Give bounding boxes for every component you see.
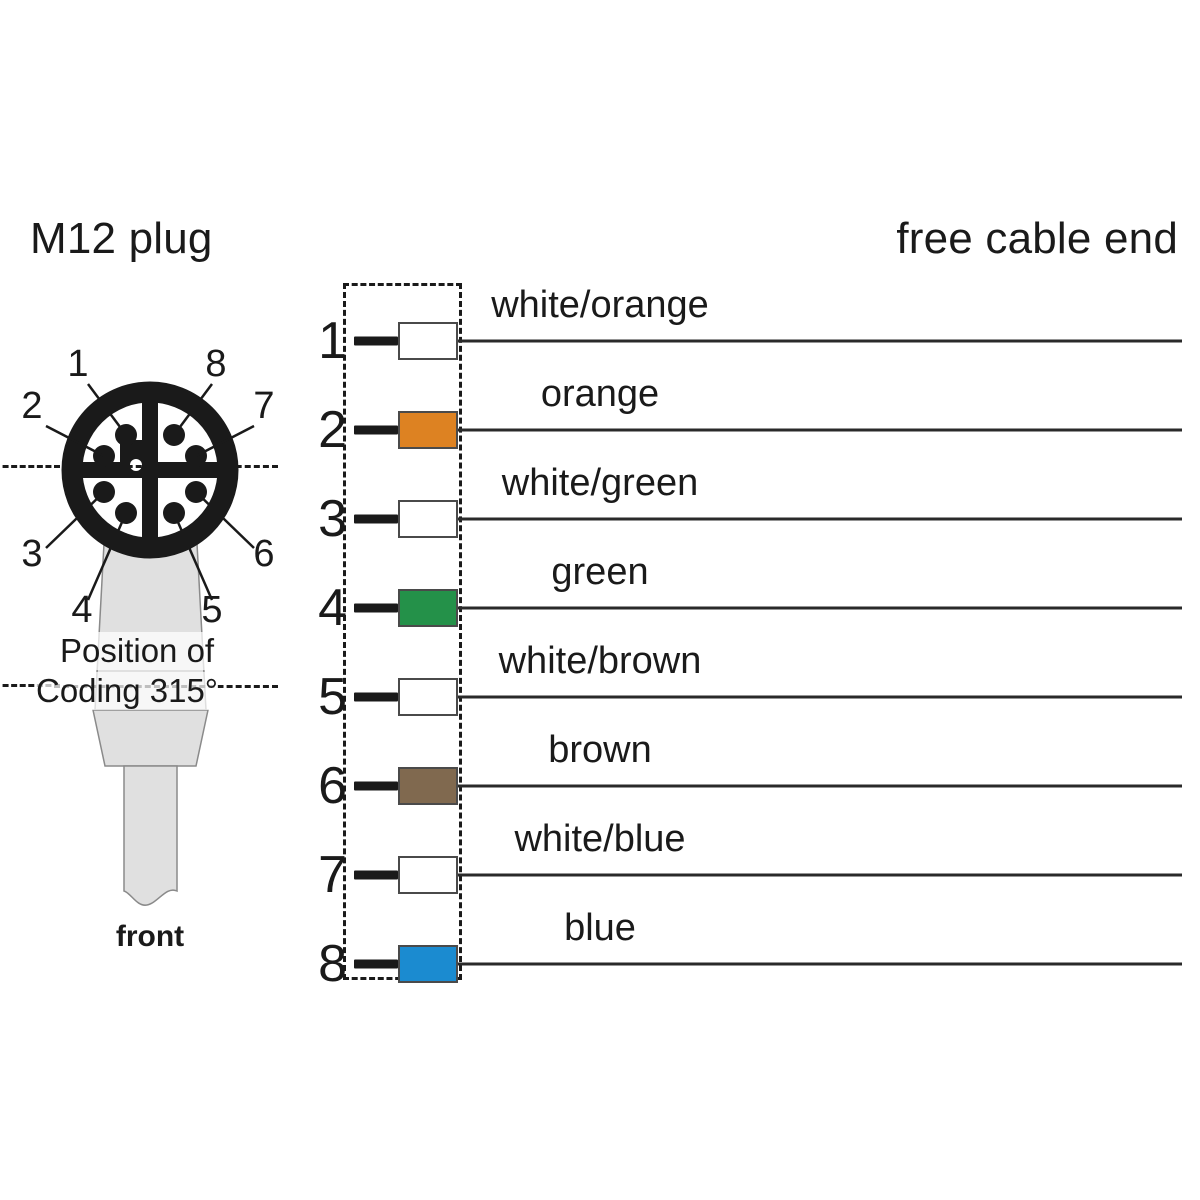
wire-label-3: white/green: [501, 462, 699, 504]
conductor-stub-4: [354, 603, 398, 613]
wire-label-8: blue: [564, 907, 636, 949]
pin-number-7: 7: [318, 846, 347, 904]
strain-relief: [92, 709, 209, 767]
conductor-stub-5: [354, 692, 398, 702]
wire-line-5: [458, 695, 1182, 699]
wire-label-2: orange: [540, 373, 660, 415]
coding-note-line-2: Coding 315°: [36, 672, 218, 710]
cable-body: [123, 765, 178, 906]
pin-callout-1: 1: [67, 343, 88, 385]
conductor-stub-7: [354, 870, 398, 880]
pin-callout-8: 8: [205, 343, 226, 385]
pin-callout-2: 2: [21, 385, 42, 427]
front-view-label: front: [115, 920, 185, 953]
conductor-stub-8: [354, 959, 398, 969]
pin-number-8: 8: [318, 935, 347, 993]
wire-line-3: [458, 517, 1182, 521]
wire-color-swatch-1: [398, 322, 458, 360]
m12-connector-illustration: 1 2 3 4 5 6 7 8: [0, 280, 300, 980]
conductor-stub-2: [354, 425, 398, 435]
connector-svg: 1 2 3 4 5 6 7 8: [21, 343, 275, 906]
pin-callout-7: 7: [253, 385, 274, 427]
wire-color-swatch-4: [398, 589, 458, 627]
pin-number-6: 6: [318, 757, 347, 815]
coding-note-line-1: Position of: [60, 632, 215, 670]
wire-label-4: green: [551, 551, 649, 593]
wire-color-swatch-7: [398, 856, 458, 894]
pin-callout-5: 5: [201, 589, 222, 631]
wire-label-5: white/brown: [498, 640, 702, 682]
conductor-stub-6: [354, 781, 398, 791]
coding-position-box: [0, 465, 60, 687]
wire-color-swatch-2: [398, 411, 458, 449]
pin-number-2: 2: [318, 401, 347, 459]
wire-label-7: white/blue: [514, 818, 686, 860]
wire-color-swatch-3: [398, 500, 458, 538]
wire-label-1: white/orange: [491, 284, 709, 326]
wire-line-8: [458, 962, 1182, 966]
pin-callout-numbers: 1 2 3 4 5 6 7 8: [21, 343, 274, 631]
conductor-stub-3: [354, 514, 398, 524]
wire-color-swatch-6: [398, 767, 458, 805]
left-title: M12 plug: [30, 214, 213, 263]
conductor-stub-1: [354, 336, 398, 346]
wire-line-7: [458, 873, 1182, 877]
pin-leader-lines: [45, 383, 255, 601]
wire-color-swatch-5: [398, 678, 458, 716]
wire-line-6: [458, 784, 1182, 788]
wire-label-6: brown: [548, 729, 652, 771]
pin-callout-4: 4: [71, 589, 92, 631]
wire-line-4: [458, 606, 1182, 610]
pin-number-1: 1: [318, 312, 347, 370]
wire-color-swatch-8: [398, 945, 458, 983]
coding-top-line: [54, 465, 278, 468]
pin-number-5: 5: [318, 668, 347, 726]
right-title: free cable end: [896, 214, 1178, 263]
wire-line-2: [458, 428, 1182, 432]
wire-line-1: [458, 339, 1182, 343]
pin-number-3: 3: [318, 490, 347, 548]
pin-callout-3: 3: [21, 533, 42, 575]
pin-callout-6: 6: [253, 533, 274, 575]
pin-number-4: 4: [318, 579, 347, 637]
